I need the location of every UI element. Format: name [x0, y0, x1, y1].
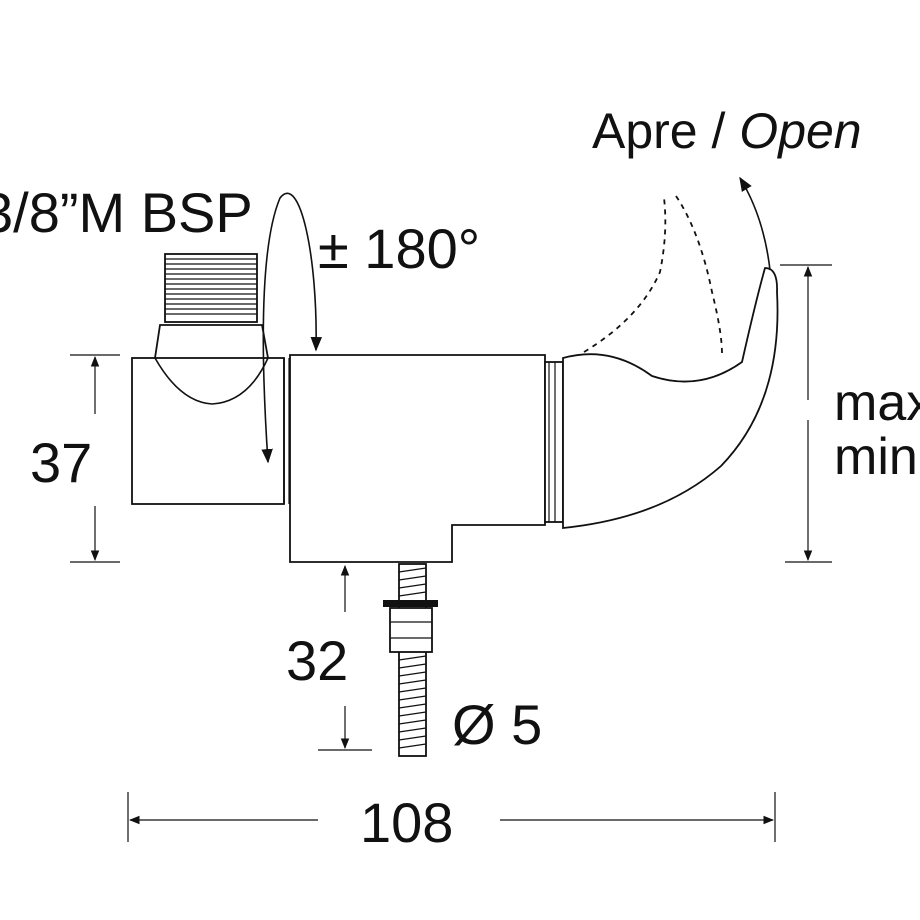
stem-diameter-value: Ø 5 — [452, 693, 542, 756]
rotation-label: ± 180° — [318, 217, 480, 280]
dimension-108 — [127, 792, 776, 842]
dimension-right-height — [780, 264, 832, 563]
stem — [383, 563, 438, 757]
lever-handle-open-position — [583, 195, 723, 355]
lever-handle — [562, 267, 779, 529]
open-label-it: Apre / — [592, 103, 739, 159]
right-height-max: max — [834, 374, 920, 432]
stem-nut — [389, 607, 433, 653]
central-valve-body — [289, 354, 564, 563]
open-label: Apre / Open — [592, 103, 862, 159]
open-label-en: Open — [739, 103, 861, 159]
thread-lines — [165, 258, 257, 315]
threaded-inlet — [154, 253, 269, 359]
width-value: 108 — [360, 791, 453, 854]
rotation-arrow — [261, 192, 323, 464]
height-left-value: 37 — [30, 431, 92, 494]
dimension-37 — [70, 354, 120, 563]
dimension-32 — [318, 564, 372, 751]
right-height-min: min — [834, 428, 918, 486]
open-arrow — [739, 176, 771, 271]
thread-label: 3/8”M BSP — [0, 181, 253, 244]
stem-height-value: 32 — [286, 629, 348, 692]
stem-washer — [383, 600, 438, 607]
stem-threads — [398, 567, 427, 749]
